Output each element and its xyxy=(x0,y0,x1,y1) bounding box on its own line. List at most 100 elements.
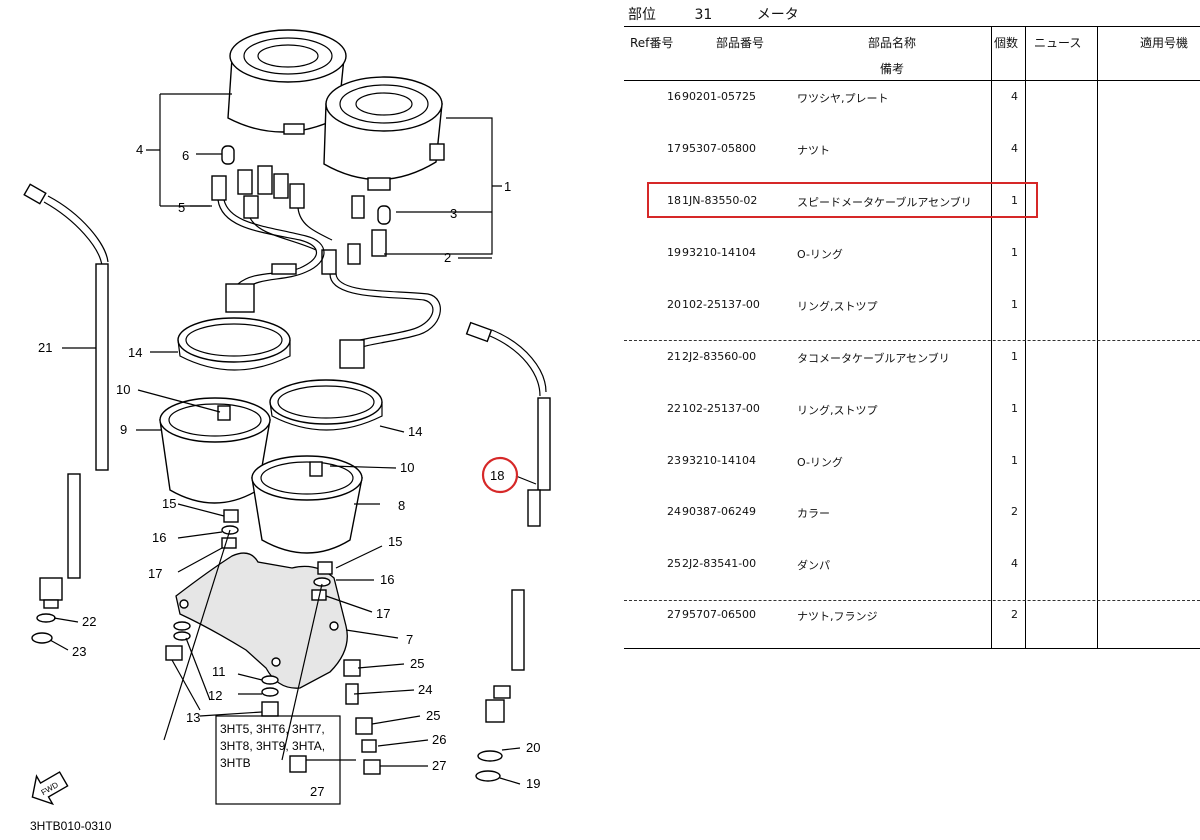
callout-2: 2 xyxy=(444,250,451,265)
meter-bracket xyxy=(175,552,348,689)
column-divider-qty xyxy=(991,26,992,648)
row-ref: 22 xyxy=(667,402,681,415)
row-part-name: ワツシヤ,プレート xyxy=(797,92,889,105)
callout-19: 19 xyxy=(526,776,540,791)
callout-10-right: 10 xyxy=(400,460,414,475)
applicable-models-line-1: 3HT5, 3HT6, 3HT7, xyxy=(220,722,325,736)
row-ref: 21 xyxy=(667,350,681,363)
callout-7: 7 xyxy=(406,632,413,647)
table-bottom-border xyxy=(624,648,1200,649)
callout-27-right: 27 xyxy=(432,758,446,773)
group-separator-1 xyxy=(624,340,1200,341)
row-part-number: 102-25137-00 xyxy=(682,402,760,415)
row-part-name: タコメータケーブルアセンブリ xyxy=(797,352,950,365)
row-part-name: ダンパ xyxy=(797,559,830,572)
row-qty: 1 xyxy=(1011,298,1018,311)
row-part-number: 95707-06500 xyxy=(682,608,756,621)
tachometer-housing xyxy=(227,29,347,135)
row-part-name: ナツト,フランジ xyxy=(797,610,878,623)
callout-6: 6 xyxy=(182,148,189,163)
callout-4: 4 xyxy=(136,142,143,157)
section-header: 部位 31 メータ xyxy=(628,4,799,24)
callout-25-upper: 25 xyxy=(410,656,424,671)
callout-10-left: 10 xyxy=(116,382,130,397)
row-qty: 1 xyxy=(1011,350,1018,363)
callout-27-box: 27 xyxy=(310,784,324,799)
row-ref: 27 xyxy=(667,608,681,621)
column-header-news: ニュース xyxy=(1034,36,1082,50)
row-ref: 25 xyxy=(667,557,681,570)
drawing-code: 3HTB010-0310 xyxy=(30,819,112,833)
column-header-part-number: 部品番号 xyxy=(716,36,765,50)
column-divider-applicable xyxy=(1097,26,1098,648)
callout-8: 8 xyxy=(398,498,405,513)
callout-18: 18 xyxy=(490,468,504,483)
callout-16-left: 16 xyxy=(152,530,166,545)
row-qty: 2 xyxy=(1011,505,1018,518)
row-part-name: リング,ストツプ xyxy=(797,404,878,417)
applicable-models-box xyxy=(215,715,341,805)
callout-15-left: 15 xyxy=(162,496,176,511)
callout-25-lower: 25 xyxy=(426,708,440,723)
callout-5: 5 xyxy=(178,200,185,215)
callout-23: 23 xyxy=(72,644,86,659)
row-ref: 17 xyxy=(667,142,681,155)
callout-13: 13 xyxy=(186,710,200,725)
row-qty: 4 xyxy=(1011,90,1018,103)
callout-20: 20 xyxy=(526,740,540,755)
callout-12: 12 xyxy=(208,688,222,703)
section-number: 31 xyxy=(694,7,713,23)
row-highlight-box xyxy=(647,182,1038,218)
row-part-number: 93210-14104 xyxy=(682,246,756,259)
row-part-number: 90201-05725 xyxy=(682,90,756,103)
row-part-number: 2J2-83541-00 xyxy=(682,557,757,570)
callout-11: 11 xyxy=(212,664,226,679)
callout-21: 21 xyxy=(38,340,52,355)
applicable-models-line-3: 3HTB xyxy=(220,756,251,770)
row-part-name: O-リング xyxy=(797,248,843,261)
column-header-ref: Ref番号 xyxy=(630,36,674,50)
callout-16-right: 16 xyxy=(380,572,394,587)
row-qty: 1 xyxy=(1011,194,1018,207)
row-part-number: 1JN-83550-02 xyxy=(682,194,758,207)
callout-22: 22 xyxy=(82,614,96,629)
exploded-parts-diagram: 1 2 3 4 5 6 7 8 9 10 10 11 12 13 14 14 1… xyxy=(23,29,551,833)
applicable-models-line-2: 3HT8, 3HT9, 3HTA, xyxy=(220,739,325,753)
callout-17-right: 17 xyxy=(376,606,390,621)
callout-17-left: 17 xyxy=(148,566,162,581)
callout-26: 26 xyxy=(432,732,446,747)
wiring-harness xyxy=(217,199,441,369)
row-qty: 4 xyxy=(1011,557,1018,570)
row-qty: 4 xyxy=(1011,142,1018,155)
column-divider-news xyxy=(1025,26,1026,648)
meter-rings xyxy=(177,317,383,431)
meter-bulb-sockets xyxy=(211,145,391,275)
section-label: 部位 xyxy=(628,7,656,23)
callout-24: 24 xyxy=(418,682,432,697)
callout-9: 9 xyxy=(120,422,127,437)
row-ref: 23 xyxy=(667,454,681,467)
row-qty: 1 xyxy=(1011,246,1018,259)
row-ref: 20 xyxy=(667,298,681,311)
row-ref: 18 xyxy=(667,194,681,207)
group-separator-2 xyxy=(624,600,1200,601)
table-header-border xyxy=(624,80,1200,81)
row-ref: 24 xyxy=(667,505,681,518)
meter-cases xyxy=(159,397,363,554)
row-part-name: O-リング xyxy=(797,456,843,469)
callout-15-right: 15 xyxy=(388,534,402,549)
row-part-name: リング,ストツプ xyxy=(797,300,878,313)
row-part-name: カラー xyxy=(797,507,830,520)
speedometer-housing xyxy=(323,76,445,191)
row-ref: 16 xyxy=(667,90,681,103)
callout-3: 3 xyxy=(450,206,457,221)
row-part-name: ナツト xyxy=(797,144,830,157)
fwd-arrow-icon: FWD xyxy=(31,771,69,806)
leader-lines xyxy=(49,93,537,785)
row-qty: 1 xyxy=(1011,454,1018,467)
callout-18-highlight-circle xyxy=(481,456,519,494)
speedometer-cable xyxy=(465,321,551,782)
section-name: メータ xyxy=(756,7,799,23)
row-part-number: 95307-05800 xyxy=(682,142,756,155)
callout-1: 1 xyxy=(504,179,511,194)
